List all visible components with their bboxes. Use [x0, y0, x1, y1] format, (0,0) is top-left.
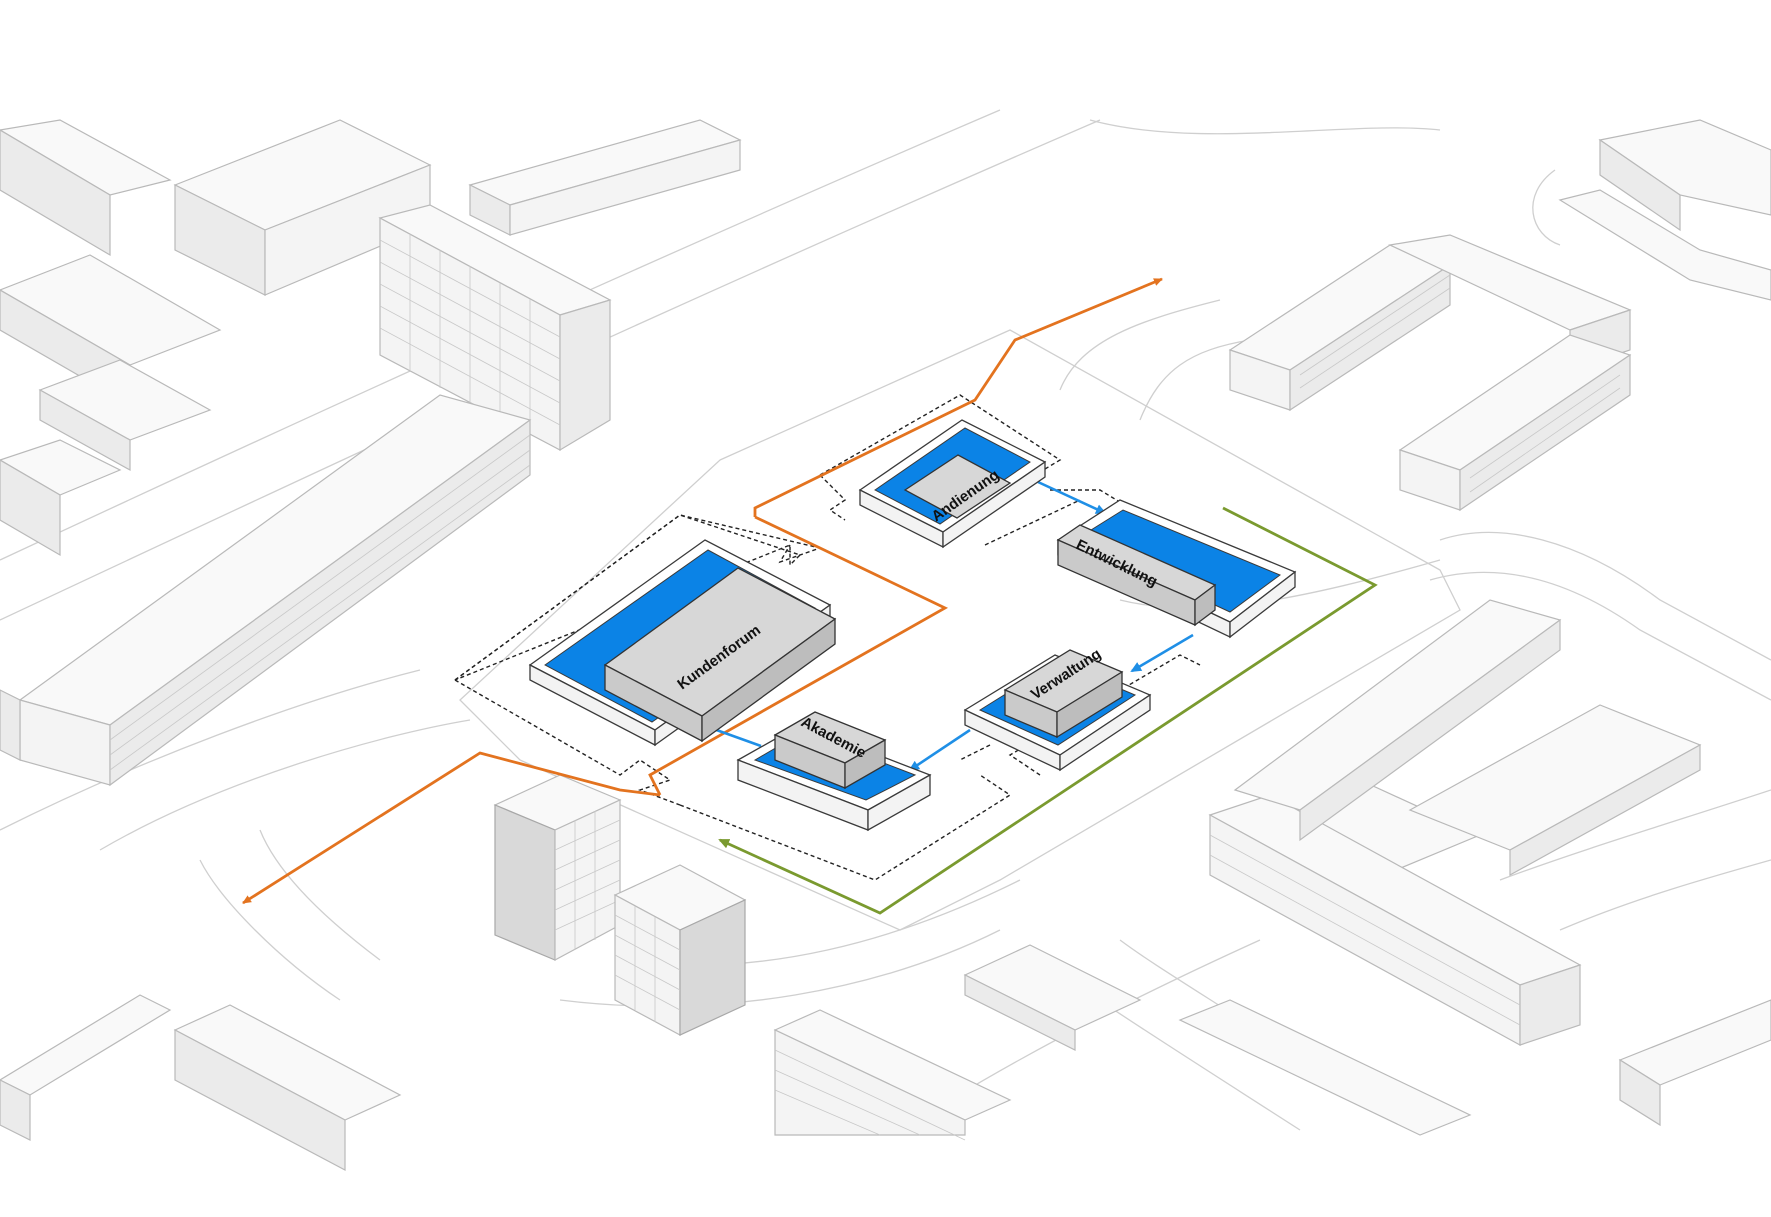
- building-entwicklung: Entwicklung: [1058, 500, 1295, 637]
- building-akademie: Akademie: [738, 712, 930, 830]
- context-buildings-south: [0, 600, 1771, 1170]
- building-andienung: Andienung: [860, 420, 1045, 547]
- building-kundenforum: Kundenforum: [530, 540, 835, 745]
- context-buildings-north-east: [1230, 120, 1771, 510]
